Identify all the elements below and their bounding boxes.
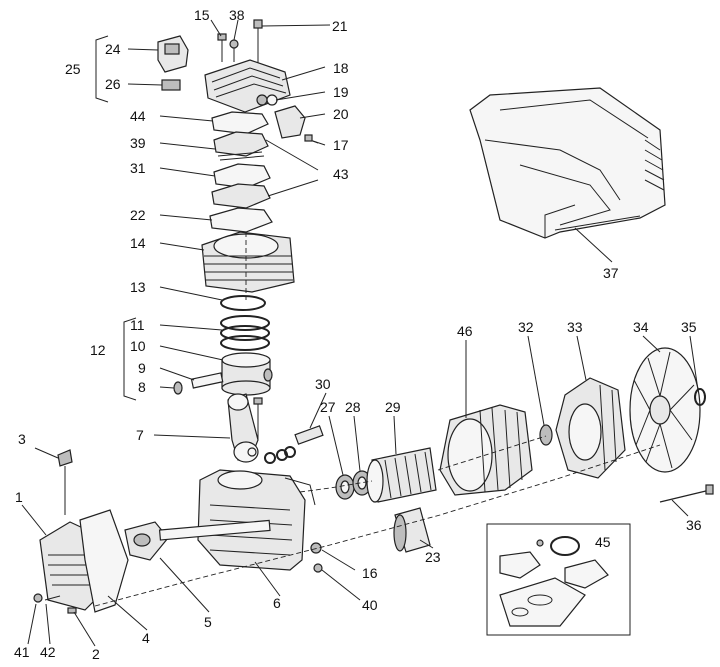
callout-3: 3 (18, 431, 26, 447)
callout-31: 31 (130, 160, 146, 176)
callout-43: 43 (333, 166, 349, 182)
callout-13: 13 (130, 279, 146, 295)
callout-41: 41 (14, 644, 30, 660)
callout-18: 18 (333, 60, 349, 76)
callout-2: 2 (92, 646, 100, 662)
callout-16: 16 (362, 565, 378, 581)
callout-46: 46 (457, 323, 473, 339)
callout-11: 11 (130, 317, 145, 333)
callout-15: 15 (194, 7, 210, 23)
cooling-fan (629, 347, 706, 473)
callout-45: 45 (595, 534, 611, 550)
callout-26: 26 (105, 76, 121, 92)
callout-33: 33 (567, 319, 583, 335)
callout-30: 30 (315, 376, 331, 392)
callout-42: 42 (40, 644, 56, 660)
connecting-rod (227, 393, 263, 463)
callout-22: 22 (130, 207, 146, 223)
cylinder (201, 231, 295, 293)
motor-end-bracket (555, 377, 626, 479)
bearings (335, 424, 553, 500)
callout-20: 20 (333, 106, 349, 122)
stator (439, 404, 533, 496)
fan-shroud (469, 87, 666, 239)
callout-17: 17 (333, 137, 349, 153)
crankcase (197, 469, 316, 571)
dipstick (57, 449, 73, 515)
callout-23: 23 (425, 549, 441, 565)
callout-39: 39 (130, 135, 146, 151)
callout-35: 35 (681, 319, 697, 335)
callout-numbers: 15 38 21 25 24 18 26 19 20 44 17 39 43 3… (14, 7, 702, 662)
callout-29: 29 (385, 399, 401, 415)
callout-37: 37 (603, 265, 619, 281)
callout-21: 21 (332, 18, 348, 34)
gasket-kit (486, 523, 631, 636)
callout-28: 28 (345, 399, 361, 415)
callout-7: 7 (136, 427, 144, 443)
callout-4: 4 (142, 630, 150, 646)
callout-8: 8 (138, 379, 146, 395)
callout-6: 6 (273, 595, 281, 611)
bushing (393, 507, 431, 553)
nuts-and-screws (33, 542, 323, 614)
callout-5: 5 (204, 614, 212, 630)
callout-9: 9 (138, 360, 146, 376)
piston-assembly (173, 295, 273, 396)
valve-plates-and-gaskets (209, 111, 273, 233)
callout-34: 34 (633, 319, 649, 335)
callout-19: 19 (333, 84, 349, 100)
leader-lines (21, 19, 699, 647)
callout-27: 27 (320, 399, 336, 415)
crank-pin-assembly (264, 425, 324, 464)
callout-14: 14 (130, 235, 146, 251)
callout-1: 1 (15, 489, 23, 505)
callout-12: 12 (90, 342, 106, 358)
callout-40: 40 (362, 597, 378, 613)
callout-44: 44 (130, 108, 146, 124)
tie-rod (659, 484, 714, 503)
rotor (366, 447, 437, 503)
crank-covers (39, 509, 129, 613)
crankshaft (124, 519, 271, 561)
callout-24: 24 (105, 41, 121, 57)
callout-36: 36 (686, 517, 702, 533)
callout-32: 32 (518, 319, 534, 335)
callout-38: 38 (229, 7, 245, 23)
callout-25: 25 (65, 61, 81, 77)
callout-10: 10 (130, 338, 146, 354)
